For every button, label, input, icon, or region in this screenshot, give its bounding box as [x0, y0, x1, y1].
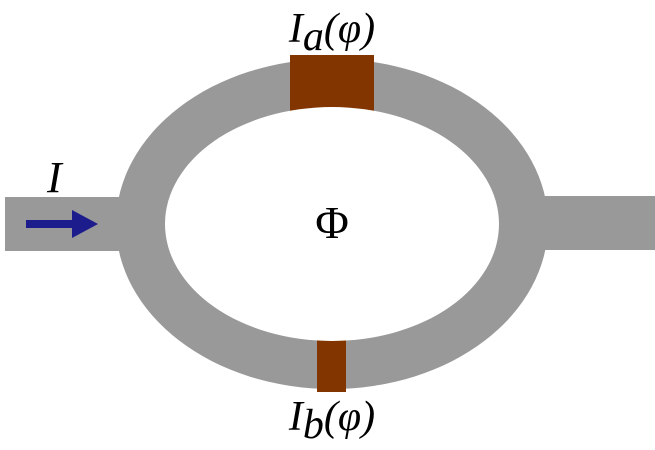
ring-hole [165, 107, 499, 341]
junction-a-subscript: a [303, 14, 324, 60]
junction-b-symbol: I [288, 394, 305, 440]
junction-a-symbol: I [288, 6, 305, 52]
junction-b-subscript: b [303, 402, 324, 448]
junction-a-argument: (φ) [324, 6, 375, 52]
current-label: I [46, 153, 64, 202]
junction-b-label: Ib(φ) [288, 394, 375, 448]
junction-b [317, 336, 346, 392]
junction-a [290, 55, 374, 115]
flux-label: Φ [315, 197, 349, 248]
junction-b-argument: (φ) [324, 394, 375, 440]
arrow-right-icon [26, 210, 98, 238]
junction-a-label: Ia(φ) [288, 6, 375, 60]
